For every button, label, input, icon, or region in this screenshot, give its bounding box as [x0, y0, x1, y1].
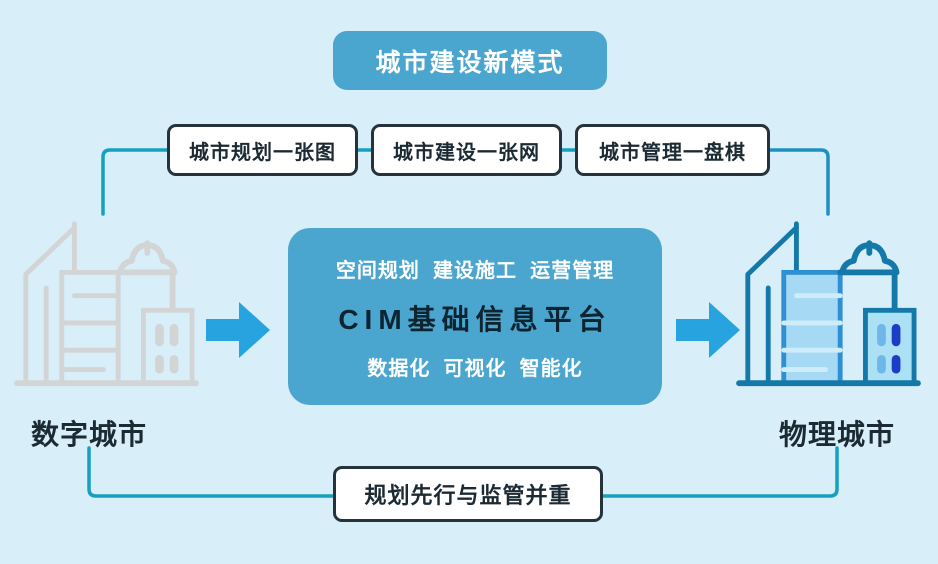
right-arrow-icon [206, 302, 270, 358]
right-arrow-icon [676, 302, 740, 358]
title-banner: 城市建设新模式 [333, 31, 607, 90]
connector-digital-to-bottom [87, 446, 335, 498]
box-urban-planning: 城市规划一张图 [167, 124, 358, 176]
box-urban-management: 城市管理一盘棋 [575, 124, 770, 176]
connector-digital-to-box1 [101, 148, 169, 216]
connector-box3-to-physical [768, 148, 830, 216]
cim-platform-panel: 空间规划 建设施工 运营管理 CIM基础信息平台 数据化 可视化 智能化 [288, 228, 662, 405]
digital-city-building-icon [14, 221, 199, 387]
box-urban-construction: 城市建设一张网 [371, 124, 562, 176]
platform-functions-text: 空间规划 建设施工 运营管理 [335, 260, 615, 282]
platform-features-text: 数据化 可视化 智能化 [367, 358, 583, 380]
box-urban-planning-label: 城市规划一张图 [189, 141, 336, 164]
box-urban-construction-label: 城市建设一张网 [393, 141, 540, 164]
box-urban-management-label: 城市管理一盘棋 [599, 141, 746, 164]
box-planning-supervision: 规划先行与监管并重 [333, 466, 603, 522]
title-text: 城市建设新模式 [375, 48, 565, 77]
box-planning-supervision-label: 规划先行与监管并重 [364, 483, 572, 508]
digital-city-label: 数字城市 [30, 419, 147, 450]
platform-title-text: CIM基础信息平台 [338, 303, 612, 335]
physical-city-label: 物理城市 [778, 419, 895, 450]
physical-city-building-icon [736, 221, 921, 387]
connector-bottom-to-physical [601, 446, 839, 498]
